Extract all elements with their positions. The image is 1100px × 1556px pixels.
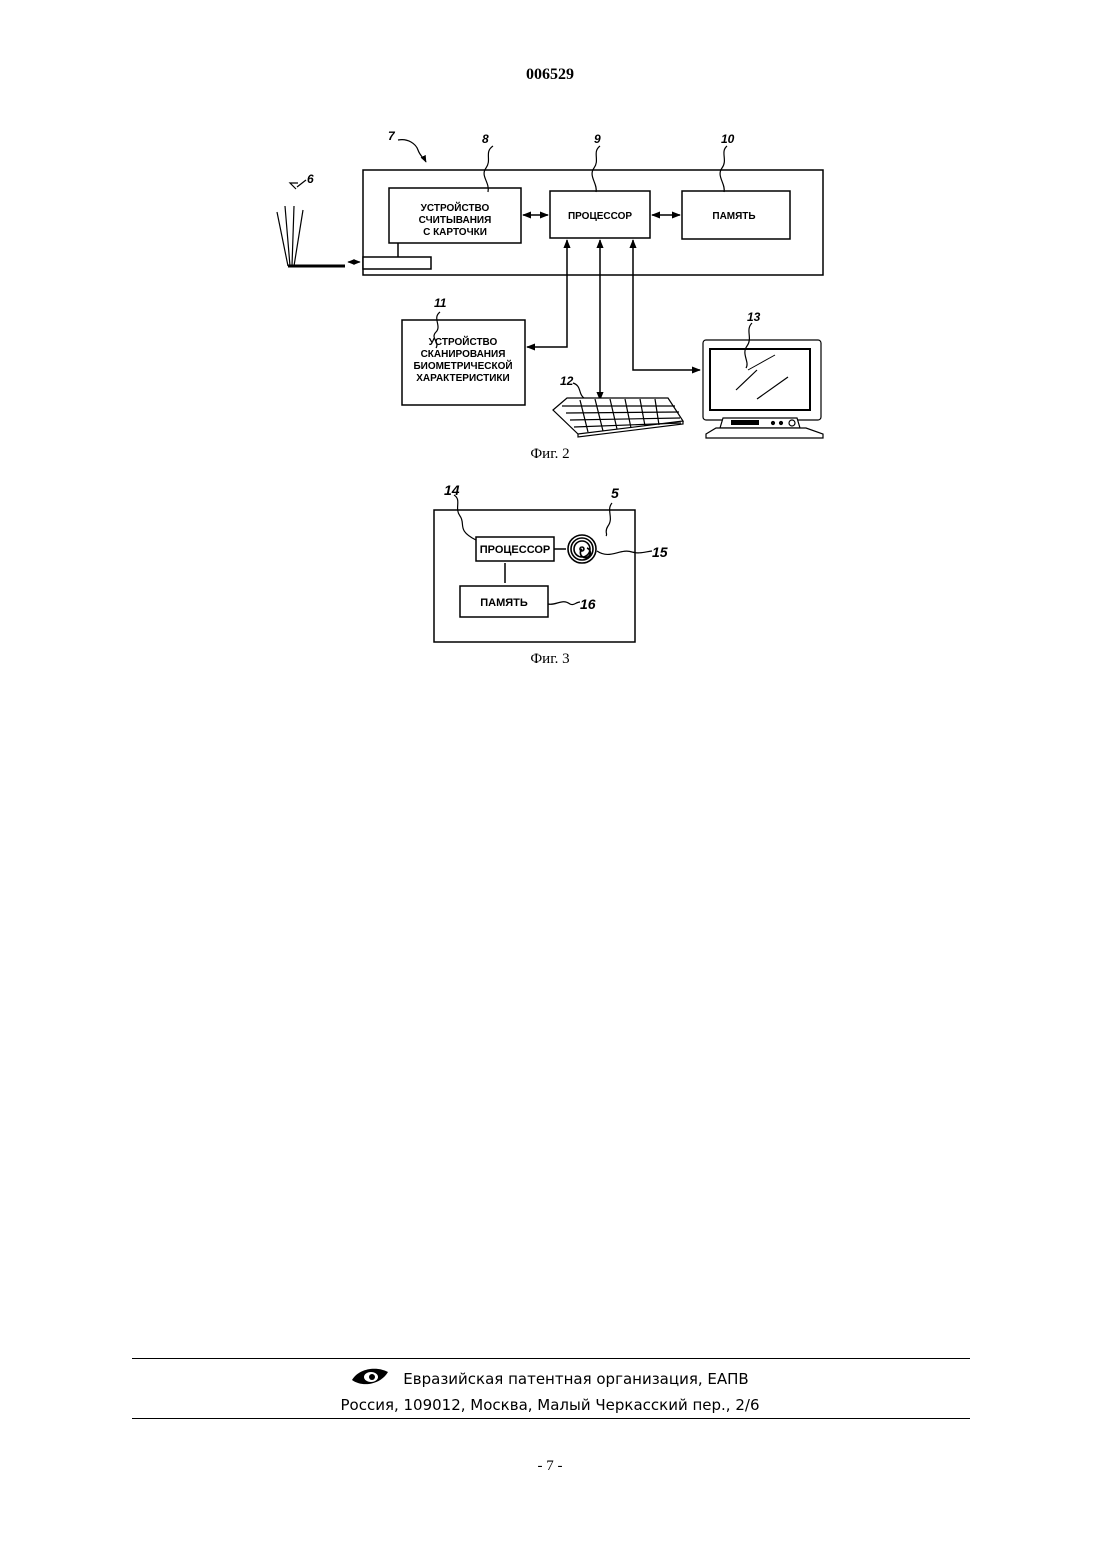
figures-canvas: 7 8 9 10 6 11 12 13 УСТРОЙСТВО СЧИТЫВАНИ… [0,0,1100,700]
ref-6: 6 [307,172,314,186]
ref-8: 8 [482,132,489,146]
footer-divider-top [132,1358,970,1359]
figure-2-caption: Фиг. 2 [530,446,569,462]
ref-7: 7 [388,129,396,143]
figure-2 [277,140,823,438]
ref-5: 5 [611,485,619,501]
ref-14: 14 [444,482,460,498]
ref-16: 16 [580,596,596,612]
scanner-label-4: ХАРАКТЕРИСТИКИ [416,373,509,384]
card-reader-label-2: СЧИТЫВАНИЯ [419,215,492,226]
card-reader-label-3: С КАРТОЧКИ [423,227,487,238]
figure-3 [434,495,652,642]
card-processor-label: ПРОЦЕССОР [480,544,551,556]
antenna-coil-icon [568,535,596,563]
ref-13: 13 [747,310,761,324]
card-memory-label: ПАМЯТЬ [480,597,528,609]
scanner-label-2: СКАНИРОВАНИЯ [421,349,506,360]
keyboard-icon [553,398,683,437]
footer-organization: Евразийская патентная организация, ЕАПВ [0,1366,1100,1392]
card-reader-label-1: УСТРОЙСТВО [421,201,490,214]
processor-monitor-link [633,240,700,370]
processor-label: ПРОЦЕССОР [568,211,632,222]
eapo-logo-icon [351,1366,389,1392]
footer-divider-bottom [132,1418,970,1419]
page-number: - 7 - [0,1458,1100,1475]
footer-organization-text: Евразийская патентная организация, ЕАПВ [403,1370,748,1388]
ref-10: 10 [721,132,735,146]
card-slot [363,257,431,269]
ref-12: 12 [560,374,574,388]
footer-address: Россия, 109012, Москва, Малый Черкасский… [0,1396,1100,1414]
processor-scanner-link [527,240,567,347]
smart-card-icon [277,206,360,266]
ref-9: 9 [594,132,601,146]
figure-3-caption: Фиг. 3 [530,651,569,667]
ref-11: 11 [434,296,447,310]
monitor-icon [703,340,823,438]
ref-15: 15 [652,544,668,560]
scanner-label-3: БИОМЕТРИЧЕСКОЙ [413,359,512,372]
scanner-label-1: УСТРОЙСТВО [429,335,498,348]
memory-label: ПАМЯТЬ [712,211,755,222]
